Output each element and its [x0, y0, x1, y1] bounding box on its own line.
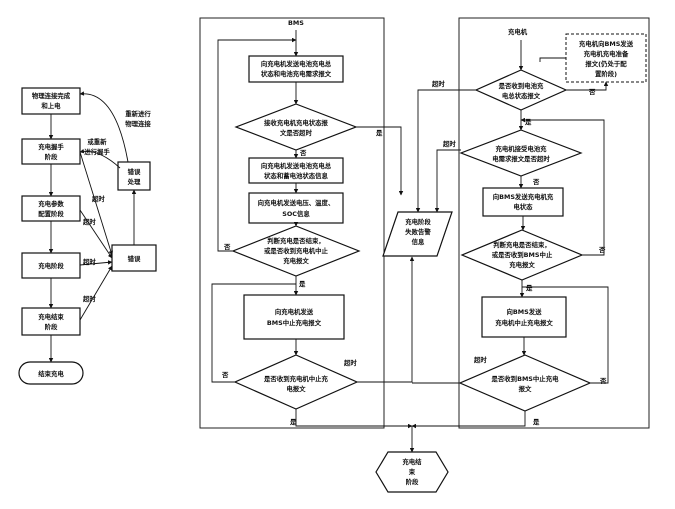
charger-send-status-box: [482, 187, 564, 217]
charging-stage-box: [21, 252, 81, 279]
fault-alarm-parallelogram: [382, 211, 453, 257]
bms-receive-stop-line-1: 是否收到充电机中止充: [263, 374, 329, 383]
bms-no-label-1: 否: [299, 149, 307, 157]
charger-title: 充电机: [508, 27, 528, 36]
charger-accept-check-line-1: 充电机接受电池充: [495, 144, 547, 153]
charger-note-line-2: 充电机充电准备: [584, 49, 629, 58]
fault-alarm-line-2: 失败告警: [405, 227, 431, 236]
error-box: [111, 244, 157, 272]
timeout-label-param: 超时: [83, 217, 96, 226]
charger-received-status-line-2: 电总状态报文: [502, 91, 541, 100]
fault-alarm-line-1: 充电阶段: [405, 217, 431, 226]
charger-received-status-line-1: 是否收到电池充: [498, 81, 544, 90]
bms-judge-end-line-2: 或是否收到充电机中止: [264, 246, 329, 255]
charger-accept-check-diamond: [459, 129, 583, 177]
bms-send-stop-line-1: 向充电机发送: [275, 307, 314, 316]
charger-note-line-3: 报文(仍处于配: [585, 59, 627, 68]
bms-receive-stop-line-2: 电报文: [286, 384, 306, 393]
charger-panel: 充电机 充电机向BMS发送 充电机充电准备 报文(仍处于配 置阶段) 是否收到电…: [411, 17, 650, 429]
charger-note-line-4: 置阶段): [595, 69, 617, 78]
reconnect-line-2: 物理连接: [125, 119, 151, 128]
charger-received-status-diamond: [474, 69, 568, 111]
charger-frame: [458, 17, 650, 429]
bms-send-voltage-line-2: SOC信息: [282, 209, 310, 218]
charger-timeout-label-2: 超时: [443, 139, 456, 148]
left-state-machine: 物理连接完成 和上电 充电握手 阶段 充电参数 配置阶段 充电阶段 充电结束 阶…: [18, 87, 157, 385]
bms-judge-end-line-1: 判断充电是否结束，: [267, 236, 325, 245]
error-handling-line-2: 处理: [127, 177, 141, 186]
charger-yes-label-2: 是: [525, 283, 533, 292]
rehandshake-line-1: 或重新: [87, 137, 107, 146]
charger-note-line-1: 充电机向BMS发送: [579, 39, 634, 48]
charger-accept-check-line-2: 电需求报文是否超时: [492, 154, 550, 163]
bms-send-sensor-line-1: 向充电机发送电池充电总: [261, 161, 332, 170]
charge-finish-line-1: 充电结: [402, 457, 422, 466]
handshake-line-2: 阶段: [45, 152, 58, 161]
bms-title: BMS: [288, 19, 304, 27]
handshake-line-1: 充电握手: [38, 142, 64, 151]
physical-connect-line-1: 物理连接完成: [32, 91, 71, 100]
reconnect-line-1: 重新进行: [125, 109, 151, 118]
bms-yes-label-2: 是: [289, 417, 297, 426]
timeout-label-charging: 超时: [83, 257, 96, 266]
bms-send-status-line-1: 向充电机发送电池充电总: [261, 59, 332, 68]
charger-no-label-2: 否: [532, 178, 540, 186]
charge-finish-hexagon: [375, 451, 449, 493]
physical-connect-box: [21, 87, 81, 115]
charger-send-status-line-1: 向BMS发送充电机充: [493, 192, 554, 201]
timeout-label-config: 超时: [92, 194, 105, 203]
charge-end-line-1: 充电结束: [38, 312, 64, 321]
charger-dashed-note-box: [565, 33, 647, 83]
charger-timeout-label-1: 超时: [432, 79, 445, 88]
bms-yes-label-1: 是: [298, 279, 306, 288]
param-config-line-2: 配置阶段: [38, 209, 64, 218]
bms-send-voltage-line-1: 向充电机发送电压、温度、: [258, 198, 335, 207]
bms-send-voltage-box: [248, 192, 344, 224]
charger-receive-stop-line-1: 是否收到BMS中止充电: [491, 374, 560, 383]
charger-yes-label-1: 是: [524, 117, 532, 126]
bms-send-stop-box: [243, 294, 345, 340]
bms-send-stop-line-2: BMS中止充电报文: [267, 318, 322, 327]
bms-no-label-2: 否: [223, 243, 231, 251]
bms-send-status-box: [248, 55, 344, 83]
bms-receive-check-line-1: 接收充电机充电状态报: [264, 118, 329, 127]
charger-receive-stop-line-2: 报文: [519, 384, 532, 393]
charger-no-label-3: 否: [598, 246, 606, 254]
bms-no-label-3: 否: [221, 371, 229, 379]
charger-send-stop-line-1: 向BMS发送: [506, 307, 542, 316]
charger-no-label-1: 否: [588, 88, 596, 96]
bms-timeout-label: 超时: [344, 358, 357, 367]
charge-end-line-2: 阶段: [45, 322, 58, 331]
charger-timeout-label-3: 超时: [474, 355, 487, 364]
charger-no-label-4: 否: [599, 377, 607, 385]
bms-send-status-line-2: 状态和电池充电需求报文: [261, 69, 332, 78]
bms-yes-label-3: 是: [375, 128, 383, 137]
bms-frame: [199, 17, 385, 429]
bms-send-sensor-line-2: 状态和蓄电池状态信息: [264, 171, 329, 180]
charge-finish-line-2: 束: [409, 467, 416, 476]
charger-judge-end-line-1: 判断充电是否结束，: [493, 240, 551, 249]
center-nodes: 充电阶段 失败告警 信息 充电结 束 阶段 超时 超时: [375, 79, 478, 493]
charger-yes-label-3: 是: [532, 417, 540, 426]
end-charge-label: 结束充电: [38, 369, 64, 378]
param-config-line-1: 充电参数: [38, 199, 64, 208]
charger-judge-end-line-2: 或是否收到BMS中止: [492, 250, 553, 259]
charging-stage-label: 充电阶段: [38, 261, 64, 270]
charger-send-stop-line-2: 充电机中止充电报文: [495, 318, 553, 327]
timeout-label-end: 超时: [83, 294, 96, 303]
physical-connect-line-2: 和上电: [41, 101, 61, 110]
bms-receive-check-line-2: 文是否超时: [280, 128, 313, 137]
charger-send-status-line-2: 电状态: [513, 202, 533, 211]
bms-receive-check-diamond: [234, 103, 358, 151]
bms-panel: BMS 向充电机发送电池充电总 状态和电池充电需求报文 接收充电机充电状态报 文…: [199, 17, 415, 429]
error-label: 错误: [128, 254, 141, 263]
bms-judge-end-line-3: 充电报文: [283, 256, 309, 265]
fault-alarm-line-3: 信息: [412, 237, 425, 246]
charge-finish-line-3: 阶段: [406, 477, 419, 486]
charger-judge-end-line-3: 充电报文: [509, 260, 535, 269]
rehandshake-line-2: 进行握手: [84, 147, 110, 156]
charger-send-stop-box: [481, 296, 567, 338]
error-handling-line-1: 错误: [128, 167, 141, 176]
